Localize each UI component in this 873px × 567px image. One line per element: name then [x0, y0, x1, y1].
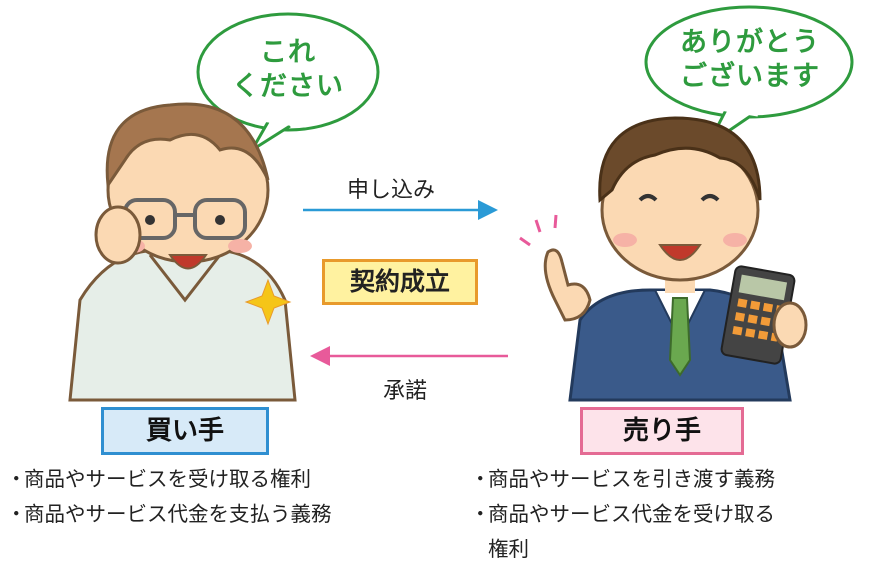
acceptance-arrow [310, 346, 508, 366]
buyer-speech-line-2: ください [232, 71, 344, 102]
seller-character [519, 116, 808, 402]
list-item: ・商品やサービスを引き渡す義務 [470, 467, 775, 491]
seller-role-box: 売り手 [580, 407, 744, 455]
buyer-speech-bubble [196, 12, 380, 152]
list-item: ・商品やサービス代金を受け取る [470, 502, 775, 526]
contract-box: 契約成立 [322, 259, 478, 305]
seller-speech-text: ありがとう ございます [650, 26, 850, 94]
list-item: ・商品やサービスを受け取る権利 [6, 467, 311, 491]
buyer-rights-list: ・商品やサービスを受け取る権利 ・商品やサービス代金を支払う義務 [6, 462, 332, 532]
seller-duties-list: ・商品やサービスを引き渡す義務 ・商品やサービス代金を受け取る 権利 [470, 462, 775, 567]
offer-label: 申し込み [347, 178, 436, 203]
buyer-speech-text: これ ください [198, 36, 378, 104]
list-item: 権利 [488, 537, 529, 561]
seller-speech-line-1: ありがとう [680, 27, 820, 58]
acceptance-label: 承諾 [383, 379, 428, 404]
list-item: ・商品やサービス代金を支払う義務 [6, 502, 332, 526]
seller-role-label: 売り手 [622, 416, 701, 446]
buyer-role-label: 買い手 [145, 416, 224, 446]
contract-label: 契約成立 [349, 267, 450, 296]
sparkle-icon [244, 278, 292, 326]
buyer-character [68, 102, 297, 402]
seller-speech-line-2: ございます [680, 61, 820, 92]
buyer-role-box: 買い手 [101, 407, 269, 455]
offer-arrow [303, 200, 498, 220]
buyer-speech-line-1: これ [260, 37, 316, 68]
